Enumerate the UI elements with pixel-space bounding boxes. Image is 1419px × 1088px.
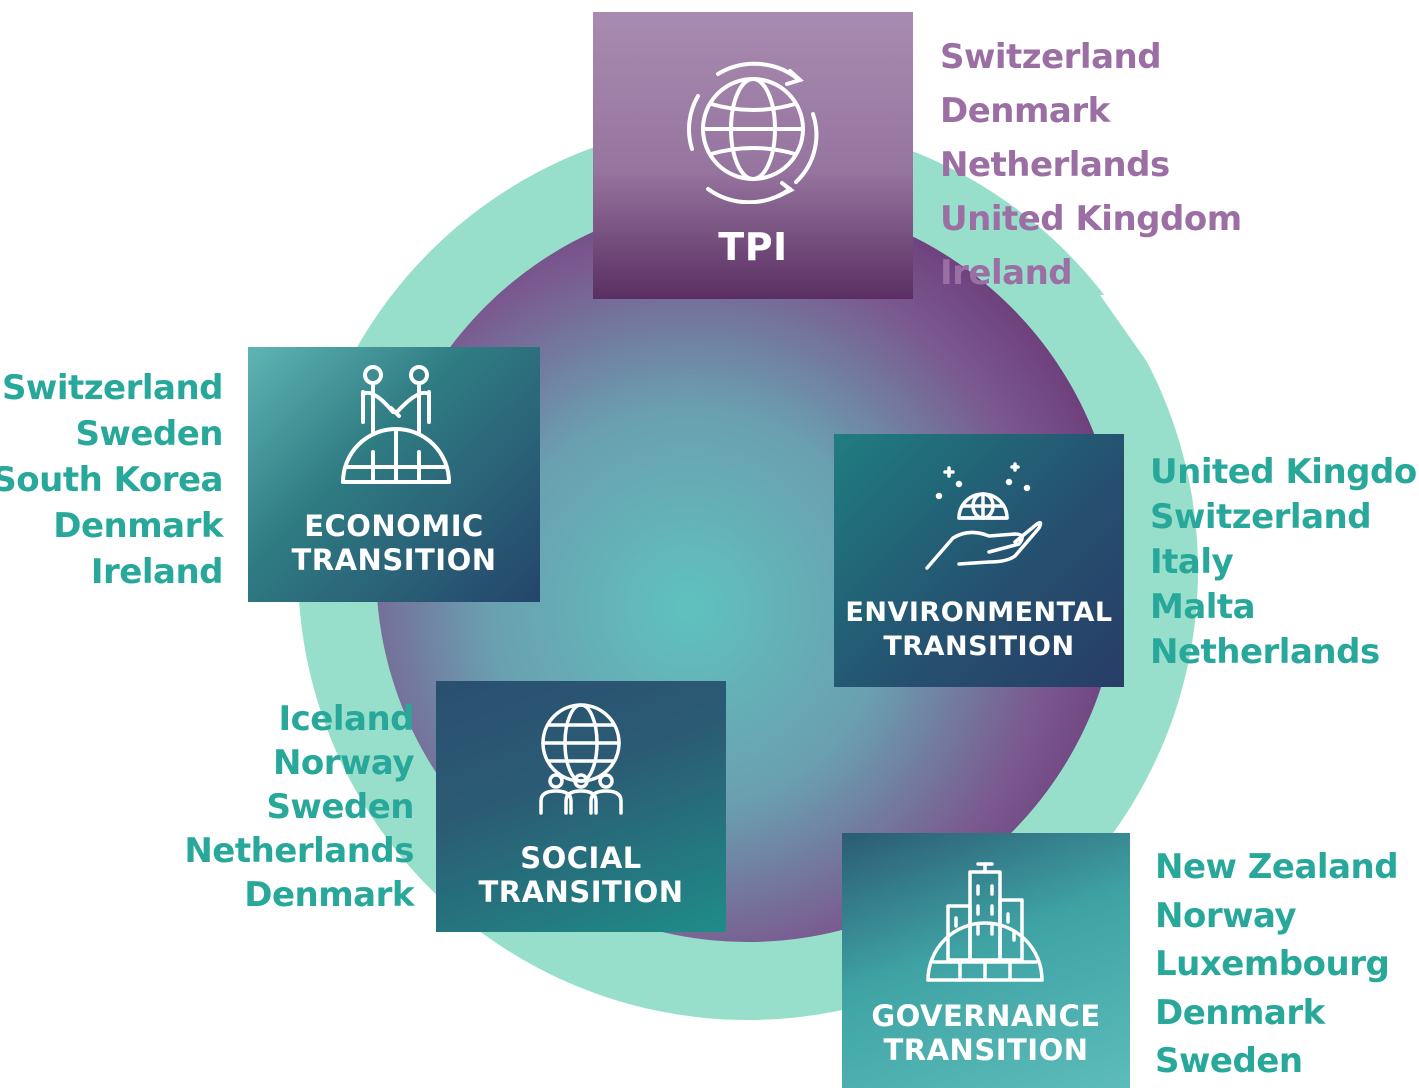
ring-gap-top-right [1100,295,1260,430]
social-label-line1: SOCIAL [520,841,642,875]
handshake-globe-icon [341,365,451,484]
tpi-box: TPI [593,12,913,299]
economic-label-line1: ECONOMIC [304,509,484,543]
economic-label: ECONOMIC TRANSITION [248,509,540,577]
globe-people-icon [539,703,623,815]
social-label: SOCIAL TRANSITION [436,841,726,909]
tpi-country: Denmark [940,91,1110,131]
environmental-country: Switzerland [1150,497,1372,537]
city-buildings-icon [926,862,1044,982]
governance-country: New Zealand [1155,847,1399,887]
environmental-country: Netherlands [1150,632,1380,672]
social-country: Norway [272,743,415,783]
social-country: Denmark [244,875,414,915]
economic-country: Switzerland [1,368,224,408]
governance-label-line2: TRANSITION [883,1033,1089,1067]
tpi-country-list: Switzerland Denmark Netherlands United K… [940,30,1242,300]
tpi-label: TPI [718,225,788,269]
environmental-transition-box: ENVIRONMENTAL TRANSITION [834,434,1124,687]
tpi-country: Ireland [940,253,1073,293]
social-country: Sweden [266,787,414,827]
environmental-country-list: United Kingdom Switzerland Italy Malta N… [1150,450,1419,675]
environmental-label-line1: ENVIRONMENTAL [845,597,1113,628]
economic-label-line2: TRANSITION [291,543,497,577]
social-country: Netherlands [184,831,414,871]
environmental-label: ENVIRONMENTAL TRANSITION [834,596,1124,664]
economic-country: South Korea [0,460,223,500]
governance-country: Luxembourg [1155,944,1390,984]
economic-country: Sweden [75,414,223,454]
governance-country: Sweden [1155,1041,1303,1081]
environmental-label-line2: TRANSITION [883,631,1075,662]
governance-label-line1: GOVERNANCE [871,999,1101,1033]
social-transition-box: SOCIAL TRANSITION [436,681,726,932]
governance-country: Denmark [1155,992,1325,1033]
governance-label: GOVERNANCE TRANSITION [842,999,1130,1067]
governance-country: Norway [1155,895,1297,936]
environmental-country: United Kingdom [1150,452,1419,492]
environmental-country: Italy [1150,542,1234,582]
social-country: Iceland [278,699,414,739]
governance-country-list: New Zealand Norway Luxembourg Denmark Sw… [1155,843,1399,1086]
economic-country: Ireland [90,552,224,592]
social-label-line2: TRANSITION [478,875,684,909]
economic-transition-box: ECONOMIC TRANSITION [248,347,540,602]
rotating-globe-icon [687,61,819,204]
economic-country-list: Switzerland Sweden South Korea Denmark I… [0,365,223,595]
environmental-country: Malta [1150,587,1256,627]
tpi-country: Netherlands [940,145,1170,185]
ring-gap-bottom-right [1125,690,1260,835]
governance-transition-box: GOVERNANCE TRANSITION [842,833,1130,1088]
economic-country: Denmark [53,506,223,546]
tpi-country: United Kingdom [940,199,1242,239]
tpi-country: Switzerland [940,37,1162,77]
hand-holding-globe-icon [925,462,1043,570]
social-country-list: Iceland Norway Sweden Netherlands Denmar… [184,697,414,917]
